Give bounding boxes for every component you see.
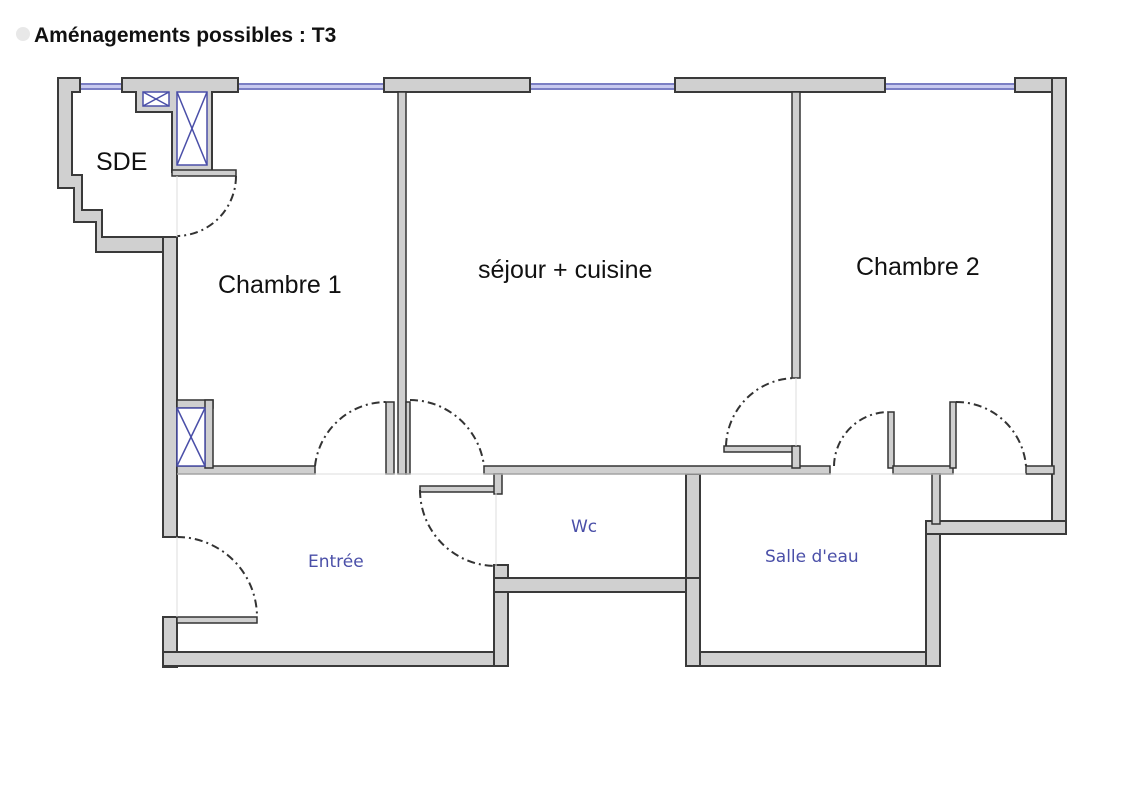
interior-walls xyxy=(171,91,1055,624)
walls xyxy=(57,77,1067,668)
watermark-icon xyxy=(16,27,30,41)
room-label-sde: SDE xyxy=(96,148,147,176)
page-title: Aménagements possibles : T3 xyxy=(34,24,337,47)
room-label-wc: Wc xyxy=(571,517,597,537)
room-label-chambre-1: Chambre 1 xyxy=(218,271,342,299)
windows xyxy=(80,83,1015,90)
room-label-entree: Entrée xyxy=(308,552,364,572)
ventilation-shafts xyxy=(142,91,208,467)
room-label-chambre-2: Chambre 2 xyxy=(856,253,980,281)
room-label-salle-deau: Salle d'eau xyxy=(765,547,859,567)
room-label-sejour-cuisine: séjour + cuisine xyxy=(478,256,652,284)
door-swings xyxy=(176,175,1027,618)
